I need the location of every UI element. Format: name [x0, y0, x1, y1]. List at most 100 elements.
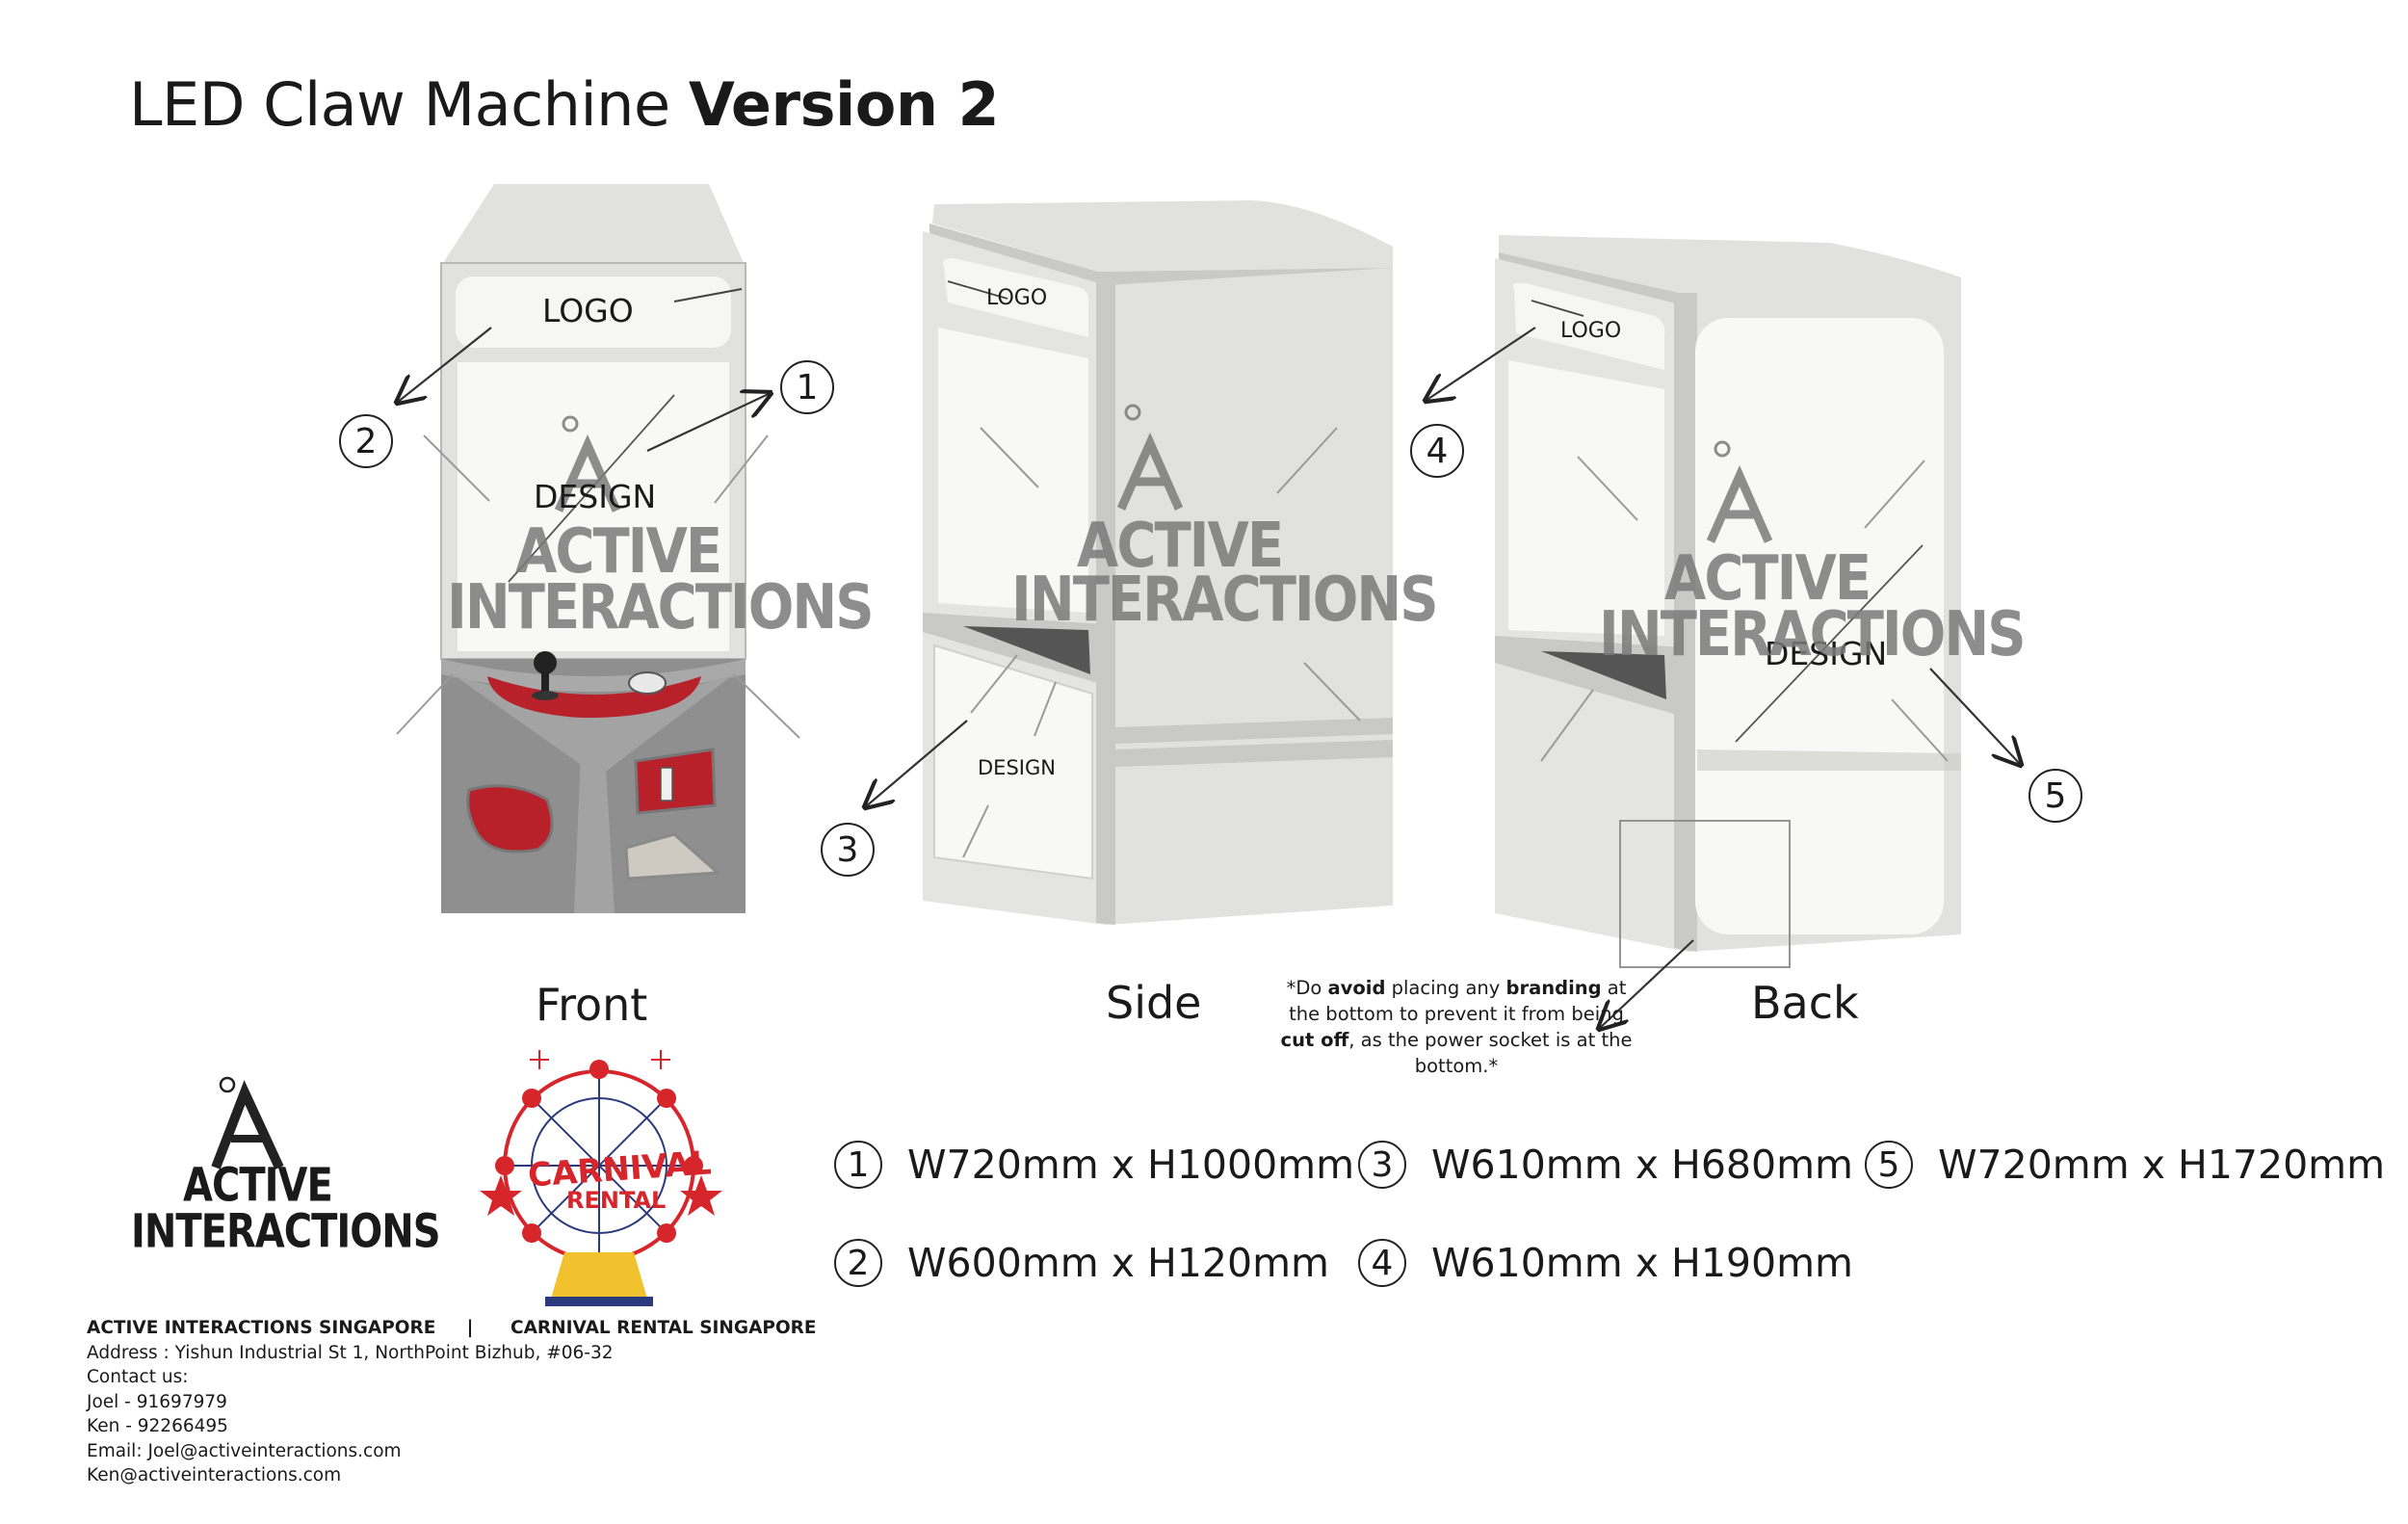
side-mid-band: [1115, 718, 1393, 744]
watermark-a-front: [554, 434, 621, 512]
brand-logo-line1: ACTIVE: [183, 1159, 333, 1213]
watermark-a-back: [1706, 464, 1773, 543]
power-socket-note: *Do avoid placing any branding at the bo…: [1280, 977, 1633, 1077]
callout-3: 3: [821, 823, 875, 877]
back-logo-panel: [1512, 282, 1665, 370]
joystick-ball: [534, 651, 557, 674]
back-corner-mark: [1864, 460, 1925, 529]
view-label-side: Side: [1106, 977, 1202, 1029]
footer-email-ken: Ken@activeinteractions.com: [87, 1465, 342, 1485]
side-corner-mark: [1034, 681, 1057, 737]
dimension-item-5: 5 W720mm x H1720mm: [1865, 1141, 2385, 1189]
carnival-stand: [551, 1252, 647, 1299]
side-corner-mark: [1276, 427, 1338, 494]
side-design-label: DESIGN: [978, 756, 1056, 779]
prize-door: [466, 784, 554, 854]
arrow-3: [865, 720, 968, 807]
watermark-a-side: [1116, 432, 1184, 511]
side-corner-mark: [970, 654, 1018, 714]
side-lower-panel: [933, 644, 1093, 880]
front-logo-panel: [456, 276, 731, 348]
back-view: [1426, 235, 2021, 1029]
play-button: [628, 671, 667, 695]
footer-contact-label: Contact us:: [87, 1367, 189, 1387]
dimension-text: W610mm x H190mm: [1431, 1240, 1853, 1286]
back-design-leader: [1735, 544, 1924, 743]
star-icon: [680, 1175, 722, 1216]
footer-company: ACTIVE INTERACTIONS SINGAPORE | CARNIVAL…: [87, 1318, 817, 1338]
side-prize-chute: [963, 626, 1090, 674]
logo-dot-icon: [219, 1076, 236, 1093]
dimension-item-1: 1 W720mm x H1000mm: [834, 1141, 1354, 1189]
back-corner-mark: [1891, 698, 1949, 762]
watermark-marks: [554, 404, 1773, 543]
power-socket-zone: [1619, 820, 1791, 968]
view-label-back: Back: [1751, 977, 1859, 1029]
coin-slot-icon: [660, 767, 673, 801]
ferris-wheel-cabins: [495, 1060, 703, 1243]
back-mid-band: [1697, 749, 1961, 771]
carnival-rental-logo: [480, 1050, 722, 1306]
side-corner-post: [1096, 279, 1115, 925]
ferris-wheel-spokes: [505, 1071, 694, 1260]
back-corner-mark: [1540, 689, 1594, 762]
back-corner-post: [1674, 293, 1697, 952]
dimension-text: W600mm x H120mm: [907, 1240, 1329, 1286]
dimension-text: W610mm x H680mm: [1431, 1142, 1853, 1188]
back-prize-chute: [1541, 651, 1666, 699]
side-logo-leader: [947, 280, 1008, 300]
front-logo-leader: [673, 288, 743, 302]
watermark-dot-side: [1124, 404, 1141, 421]
joystick-base: [532, 691, 559, 700]
arrow-note: [1599, 939, 1694, 1029]
joystick-shaft: [541, 663, 549, 696]
front-logo-label: LOGO: [542, 292, 634, 329]
dimension-text: W720mm x H1720mm: [1938, 1142, 2386, 1188]
footer-email-joel: Email: Joel@activeinteractions.com: [87, 1440, 402, 1461]
watermark-back-line1: ACTIVE: [1664, 542, 1871, 615]
active-interactions-logo-mark: [211, 1076, 284, 1170]
brand-logo-line2: INTERACTIONS: [131, 1205, 441, 1259]
side-top-edge: [929, 223, 1393, 291]
watermark-back-line2: INTERACTIONS: [1599, 598, 2027, 670]
arrow-1: [646, 393, 771, 452]
front-corner-mark: [714, 434, 769, 504]
carnival-base: [545, 1297, 653, 1306]
callout-5: 5: [2028, 769, 2082, 823]
watermark-front-line1: ACTIVE: [515, 515, 722, 588]
dimension-number: 1: [834, 1141, 882, 1189]
front-corner-mark: [396, 673, 454, 735]
watermark-dot-front: [562, 415, 579, 433]
back-design-label: DESIGN: [1765, 635, 1888, 672]
front-center-post: [574, 751, 615, 913]
callout-1: 1: [780, 360, 834, 414]
star-icon: [480, 1175, 522, 1216]
callout-2: 2: [339, 414, 393, 468]
callout-4: 4: [1410, 424, 1464, 478]
side-corner-mark: [962, 804, 989, 858]
watermark-front-line2: INTERACTIONS: [447, 571, 875, 644]
arrow-5: [1929, 668, 2021, 765]
dimension-number: 5: [1865, 1141, 1913, 1189]
arrow-4: [1426, 327, 1536, 401]
back-corner-mark: [1577, 456, 1638, 521]
dimension-number: 2: [834, 1239, 882, 1287]
front-design-leader: [508, 394, 675, 583]
side-corner-mark: [980, 427, 1039, 488]
firework-icons: [530, 1050, 670, 1069]
watermark-side-line1: ACTIVE: [1077, 510, 1284, 582]
watermark-side-line2: INTERACTIONS: [1011, 564, 1439, 636]
footer-joel: Joel - 91697979: [87, 1391, 227, 1412]
side-logo-label: LOGO: [986, 286, 1048, 310]
footer-ken: Ken - 92266495: [87, 1416, 228, 1436]
footer-contact: ACTIVE INTERACTIONS SINGAPORE | CARNIVAL…: [87, 1316, 817, 1488]
watermark-dot-back: [1714, 440, 1731, 458]
side-top: [932, 200, 1393, 272]
side-corner-mark: [1303, 662, 1361, 722]
page-title: LED Claw Machine Version 2: [129, 69, 1000, 140]
front-corner-mark: [733, 673, 800, 739]
dimension-item-4: 4 W610mm x H190mm: [1358, 1239, 1853, 1287]
title-version: Version 2: [688, 69, 1000, 140]
